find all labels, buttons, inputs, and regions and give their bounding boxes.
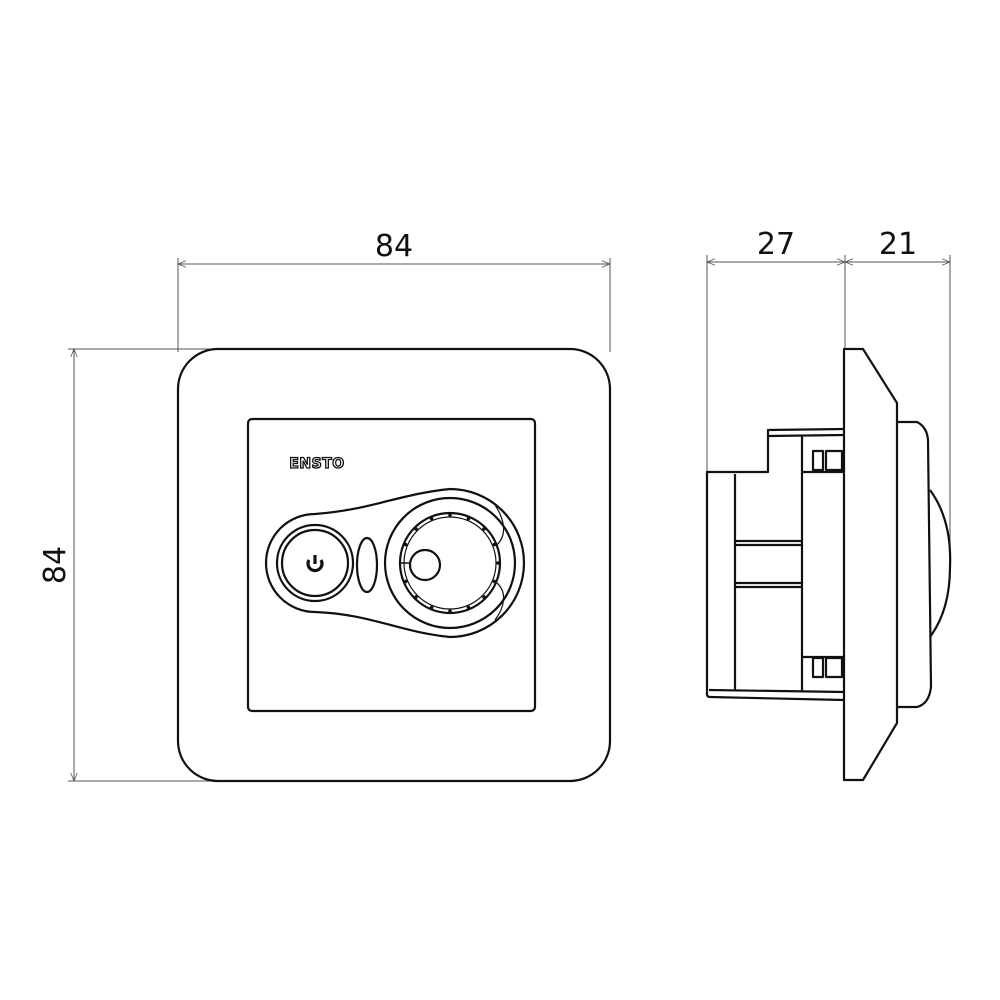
lower-clip — [811, 656, 844, 679]
front-width-label: 84 — [375, 229, 413, 264]
dial-tick-dot — [403, 579, 408, 584]
dial-tick-dot — [414, 527, 418, 531]
dial-tick-dot — [482, 527, 486, 531]
frame-outline — [176, 347, 612, 783]
dial-tick-marks — [403, 513, 500, 613]
side-dimensions: 27 21 — [707, 227, 950, 567]
front-width-dimension: 84 — [178, 229, 610, 352]
dial-tick-dot — [414, 595, 418, 599]
temperature-dial[interactable] — [383, 496, 517, 630]
dial-tick-dot — [429, 516, 434, 521]
dial-tick-dot — [466, 605, 471, 610]
side-body — [705, 427, 845, 702]
dial-tick-dot — [448, 513, 452, 517]
side-frame — [842, 347, 899, 782]
power-icon — [306, 555, 324, 573]
dial-tick-dot — [429, 605, 434, 610]
dial-tick-dot — [492, 542, 497, 547]
dial-tick-dot — [403, 542, 408, 547]
dial-tick-dot — [466, 516, 471, 521]
side-dial — [929, 489, 952, 638]
side-view — [705, 347, 952, 782]
dial-tick-dot — [492, 579, 497, 584]
upper-clip — [811, 449, 844, 472]
dial-knob-center — [408, 548, 442, 582]
dial-tick-dot — [496, 561, 500, 565]
power-button[interactable] — [275, 523, 355, 603]
front-depth-label: 21 — [879, 227, 917, 262]
front-height-label: 84 — [38, 546, 73, 584]
ensto-logo: ENSTO — [289, 456, 344, 472]
inner-cover — [246, 417, 537, 713]
indicator-led — [355, 536, 379, 594]
control-panel-outline — [264, 487, 526, 639]
dial-tick-dot — [448, 609, 452, 613]
front-height-dimension: 84 — [38, 349, 215, 781]
depth-label: 27 — [757, 227, 795, 262]
side-cover — [898, 420, 933, 709]
dial-tick-dot — [482, 595, 486, 599]
front-view: ENSTO — [176, 347, 612, 783]
